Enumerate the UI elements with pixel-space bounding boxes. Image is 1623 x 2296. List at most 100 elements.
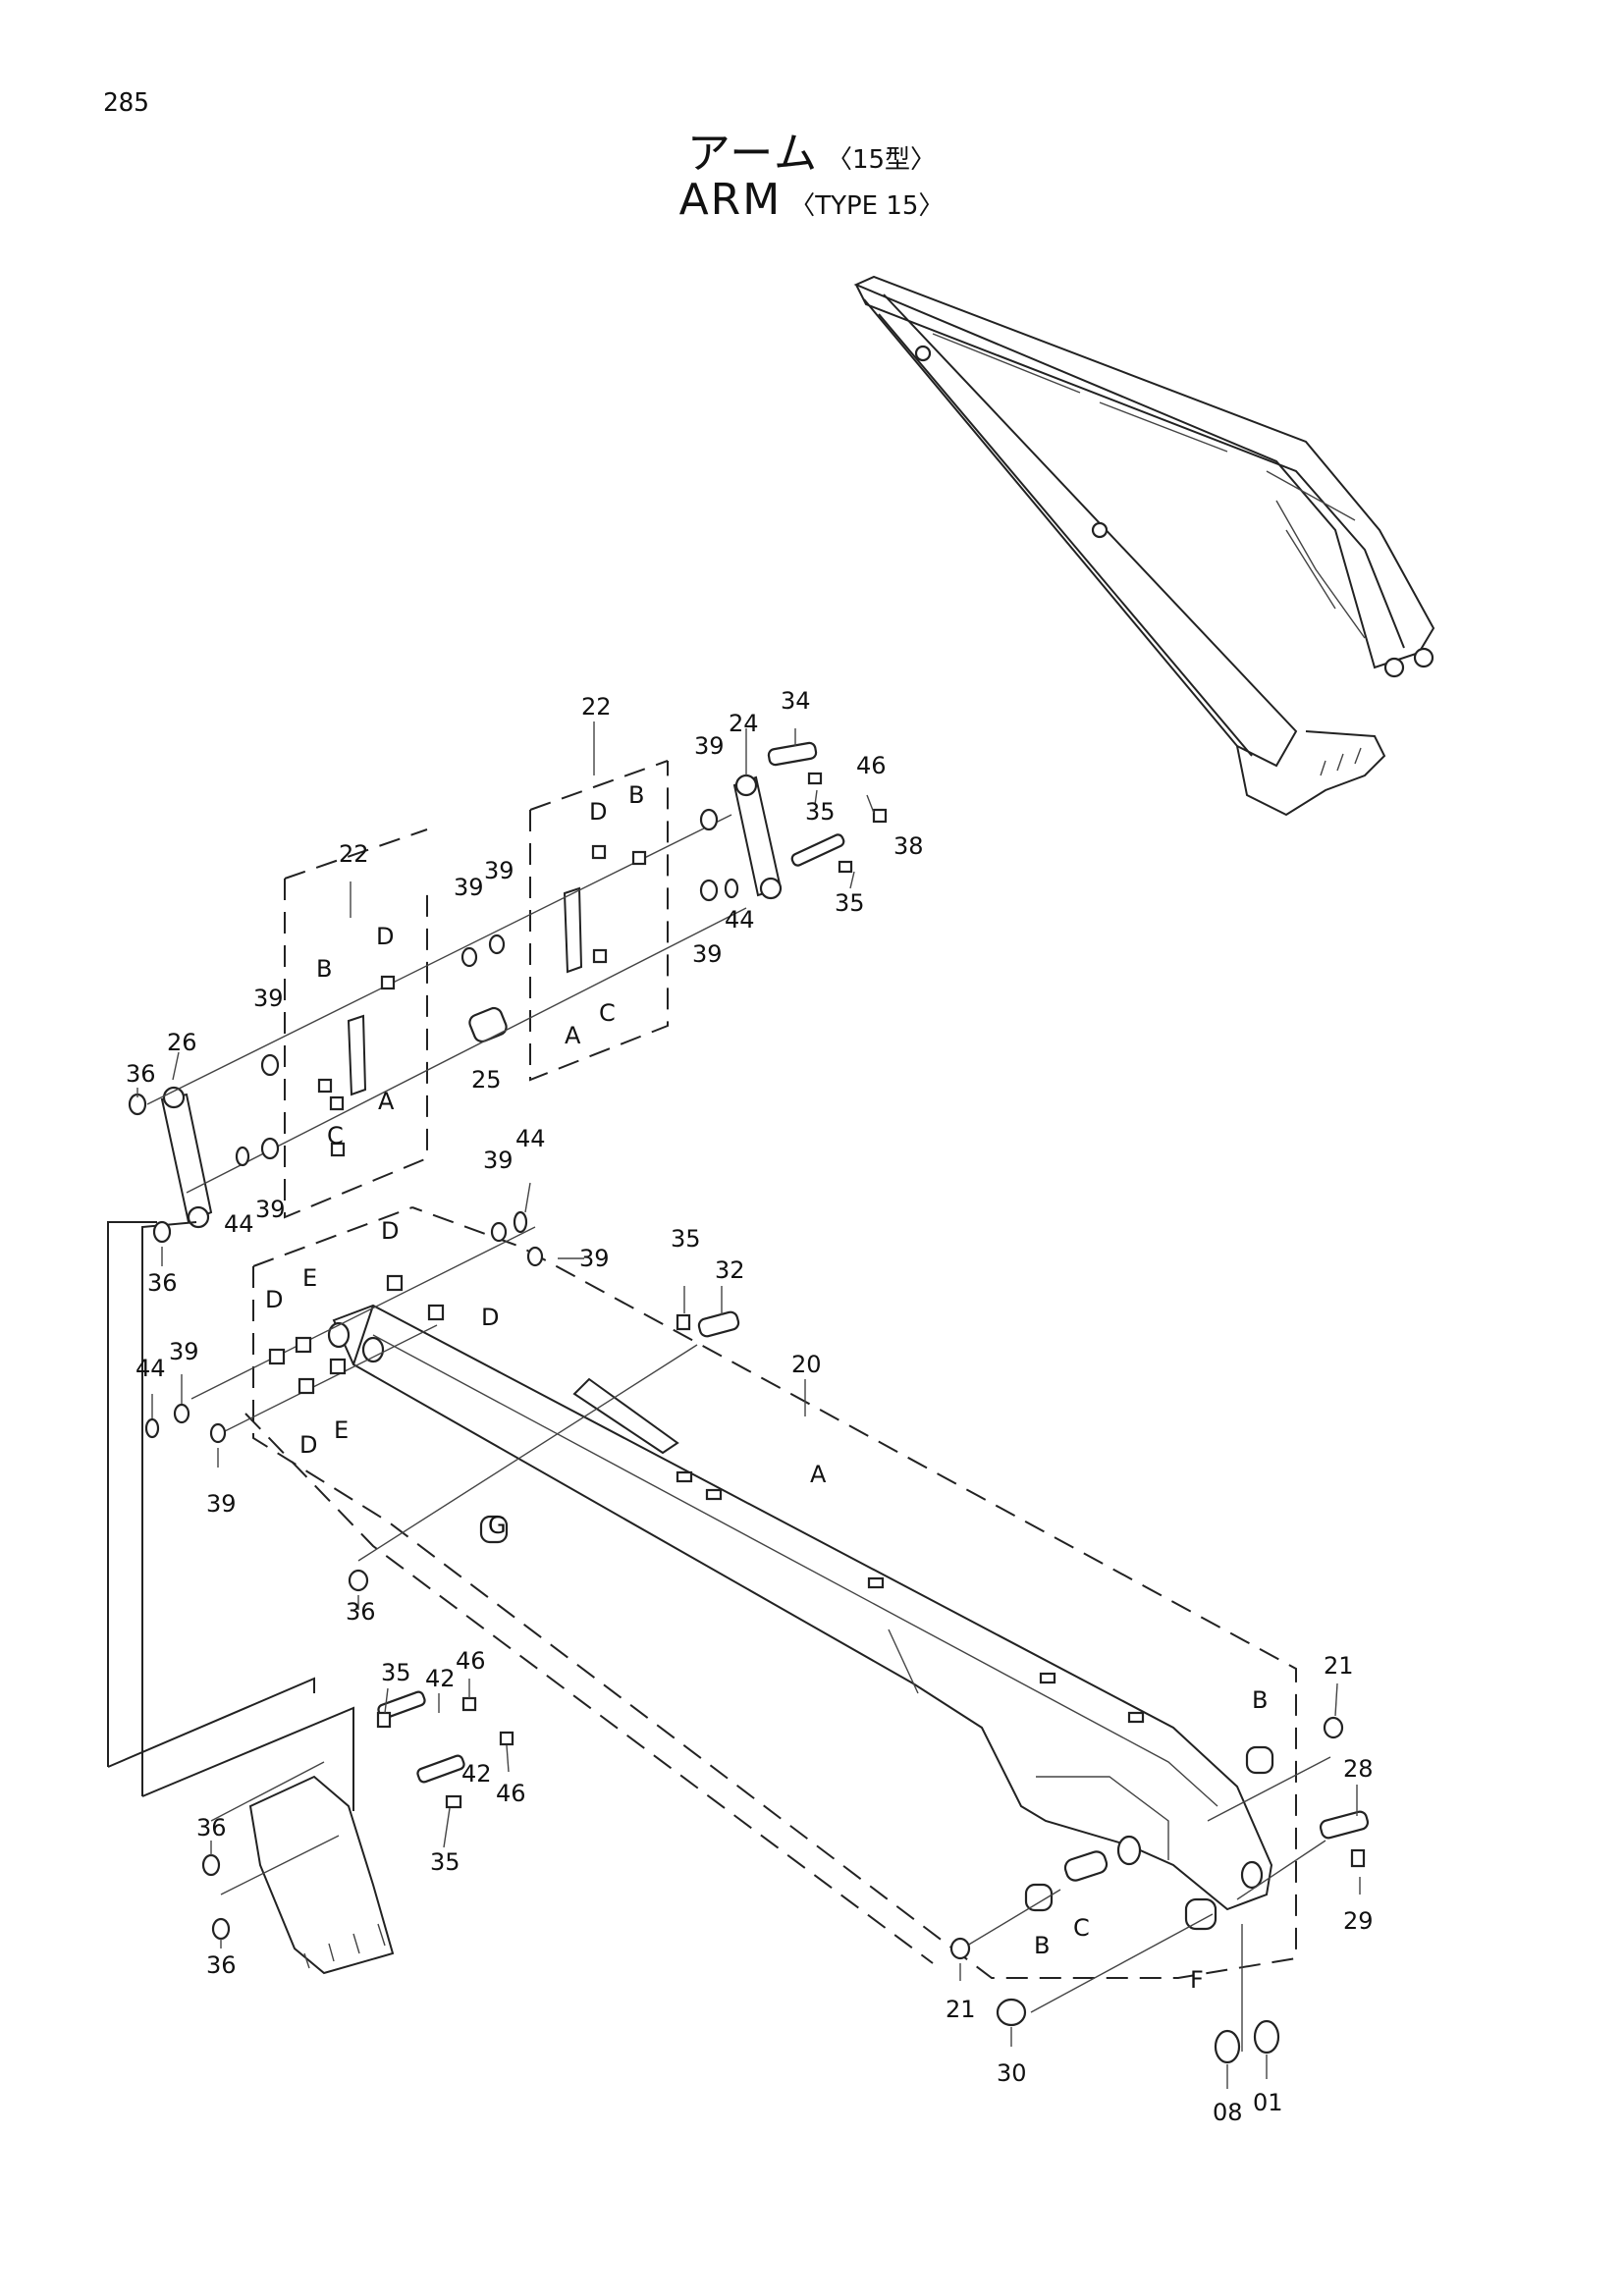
ring-44 bbox=[513, 1210, 528, 1234]
callout-08: 08 bbox=[1213, 2099, 1243, 2126]
bushing-e bbox=[295, 1336, 312, 1354]
connector-line bbox=[107, 1677, 315, 1768]
letter-b: B bbox=[1034, 1932, 1050, 1959]
callout-35: 35 bbox=[430, 1848, 460, 1876]
arm-boss bbox=[676, 1470, 693, 1483]
bushing-c-small bbox=[330, 1142, 346, 1157]
ring-44 bbox=[235, 1146, 250, 1167]
pin-34 bbox=[767, 741, 818, 767]
callout-36: 36 bbox=[147, 1269, 178, 1297]
callout-34: 34 bbox=[781, 687, 811, 715]
bushing-d bbox=[386, 1274, 404, 1292]
bushing-b-small bbox=[631, 850, 647, 866]
arm-boss bbox=[1127, 1711, 1145, 1724]
callout-36: 36 bbox=[346, 1598, 376, 1626]
arm-bracket bbox=[572, 1377, 679, 1455]
excavator-front-overview bbox=[853, 275, 1435, 817]
callout-21: 21 bbox=[946, 1996, 976, 2023]
ring-39 bbox=[209, 1422, 227, 1444]
bushing-c bbox=[1063, 1850, 1109, 1882]
pin-35 bbox=[838, 860, 853, 874]
letter-c: C bbox=[327, 1122, 344, 1149]
callout-30: 30 bbox=[997, 2059, 1027, 2087]
overview-pin bbox=[914, 345, 932, 362]
grease-nipple-46 bbox=[872, 808, 888, 824]
ring-39 bbox=[699, 879, 719, 902]
ring-30 bbox=[996, 1998, 1027, 2027]
letter-b: B bbox=[1252, 1686, 1268, 1714]
callout-42: 42 bbox=[461, 1760, 492, 1788]
overview-pin bbox=[1383, 657, 1405, 678]
letter-a: A bbox=[810, 1461, 827, 1488]
letter-a: A bbox=[565, 1022, 581, 1049]
callout-20: 20 bbox=[791, 1351, 822, 1378]
callout-38: 38 bbox=[893, 832, 924, 860]
ring-36 bbox=[201, 1853, 221, 1877]
link-24-eye bbox=[734, 774, 758, 797]
pin-28 bbox=[1319, 1810, 1370, 1840]
group-20-outline bbox=[252, 1206, 1297, 1979]
callout-46: 46 bbox=[856, 752, 887, 779]
callout-32: 32 bbox=[715, 1256, 745, 1284]
overview-pin bbox=[1413, 647, 1434, 668]
title-en-main: ARM bbox=[678, 175, 783, 225]
bushing-b-lower bbox=[1024, 1883, 1054, 1912]
letter-g: G bbox=[488, 1512, 507, 1539]
pin-32 bbox=[697, 1310, 740, 1338]
callout-39: 39 bbox=[454, 874, 484, 901]
arm-top-boss bbox=[361, 1336, 385, 1363]
pin-35 bbox=[676, 1313, 691, 1331]
bushing-c-small bbox=[329, 1095, 345, 1111]
ring-39 bbox=[260, 1137, 280, 1160]
link-26-eye bbox=[187, 1205, 210, 1229]
group-22-left-outline bbox=[284, 879, 428, 1219]
letter-f: F bbox=[1190, 1966, 1204, 1994]
callout-22-left: 22 bbox=[339, 840, 369, 868]
arm-top-boss bbox=[327, 1321, 351, 1349]
ring-39 bbox=[488, 934, 506, 955]
arm-boss bbox=[867, 1576, 885, 1589]
callout-46: 46 bbox=[456, 1647, 486, 1675]
ring-39 bbox=[699, 808, 719, 831]
callout-26: 26 bbox=[167, 1029, 197, 1056]
ring-36 bbox=[348, 1569, 369, 1592]
bushing-c-small bbox=[592, 948, 608, 964]
ring-39 bbox=[260, 1053, 280, 1077]
ring-39 bbox=[490, 1221, 508, 1243]
callout-39: 39 bbox=[579, 1245, 610, 1272]
link-22-left bbox=[347, 1014, 367, 1096]
arm-pin-boss bbox=[1240, 1860, 1264, 1890]
grease-nipple-46 bbox=[461, 1696, 477, 1712]
letter-d: D bbox=[589, 798, 607, 826]
letter-b: B bbox=[316, 955, 332, 983]
arm-outline bbox=[332, 1304, 1273, 1911]
parts bbox=[107, 741, 1370, 1975]
title-jp-sub: 〈15型〉 bbox=[826, 145, 937, 175]
letter-c: C bbox=[1073, 1914, 1090, 1942]
callout-35: 35 bbox=[805, 798, 836, 826]
letter-b: B bbox=[628, 781, 644, 809]
link-24 bbox=[732, 775, 783, 897]
callout-44: 44 bbox=[515, 1125, 546, 1152]
letter-d: D bbox=[381, 1217, 399, 1245]
bushing-e bbox=[329, 1358, 347, 1375]
ring-44 bbox=[724, 878, 739, 899]
callout-39: 39 bbox=[484, 857, 514, 884]
connector-line bbox=[141, 1706, 354, 1811]
callout-28: 28 bbox=[1343, 1755, 1374, 1783]
letter-d: D bbox=[376, 923, 394, 950]
ring-39 bbox=[460, 946, 478, 968]
grease-nipple-d bbox=[380, 975, 396, 990]
letter-e: E bbox=[334, 1416, 349, 1444]
link-26 bbox=[160, 1093, 213, 1224]
ring-44 bbox=[144, 1417, 160, 1439]
shim-08 bbox=[1214, 2029, 1241, 2064]
ring-36 bbox=[211, 1917, 231, 1941]
callout-35: 35 bbox=[381, 1659, 411, 1686]
callout-39: 39 bbox=[692, 940, 723, 968]
callout-25: 25 bbox=[471, 1066, 502, 1094]
callout-39: 39 bbox=[206, 1490, 237, 1518]
callout-42: 42 bbox=[425, 1665, 456, 1692]
title-japanese: アーム〈15型〉 bbox=[0, 118, 1623, 181]
connector-line bbox=[141, 1221, 197, 1796]
